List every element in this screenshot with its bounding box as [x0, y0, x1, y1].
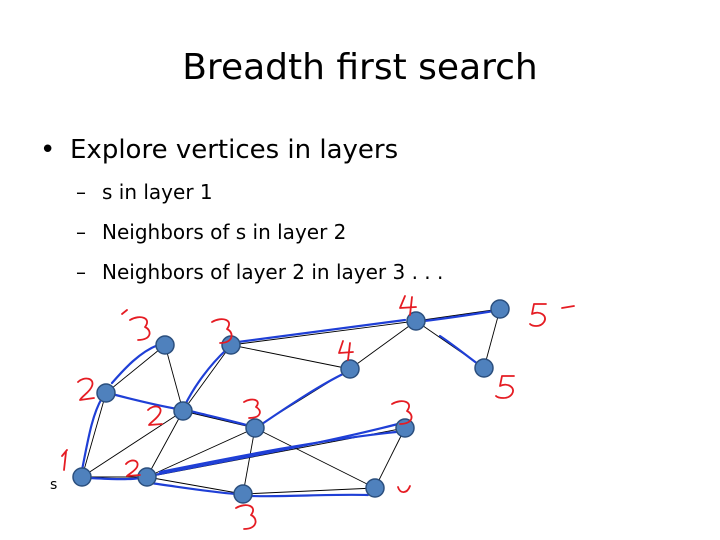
sub-bullet-3: –Neighbors of layer 2 in layer 3 . . .: [76, 258, 443, 286]
layer-4-mark: [397, 485, 411, 494]
graph-node: [365, 478, 385, 498]
layer-3-mark: [121, 309, 151, 341]
layer-annotations: [61, 295, 575, 530]
graph-node: [96, 383, 116, 403]
bullet-main: • Explore vertices in layers: [40, 133, 398, 167]
graph-nodes: [72, 299, 510, 504]
graph-node-s: [72, 467, 92, 487]
ink-stroke: [188, 409, 252, 428]
ink-stroke: [88, 476, 142, 481]
edge: [146, 410, 184, 478]
edge: [254, 427, 376, 489]
graph-node: [395, 418, 415, 438]
layer-5-mark: [529, 303, 575, 327]
edge: [415, 308, 501, 322]
ink-stroke: [250, 493, 370, 498]
layer-4-mark: [338, 340, 354, 361]
ink-stroke: [80, 396, 104, 472]
graph-node: [233, 484, 253, 504]
layer-4-mark: [399, 295, 417, 316]
bfs-tree-ink: [80, 309, 496, 498]
sub-bullet-2: –Neighbors of s in layer 2: [76, 218, 346, 246]
dash-icon: –: [76, 220, 86, 244]
edge: [230, 320, 417, 346]
layer-3-mark: [391, 400, 413, 425]
edge: [146, 476, 244, 495]
ink-stroke: [158, 430, 398, 474]
edge: [349, 320, 417, 370]
graph-node: [490, 299, 510, 319]
edge: [483, 308, 501, 369]
bullet-dot-icon: •: [40, 135, 56, 165]
edge: [164, 344, 184, 412]
graph-node: [137, 467, 157, 487]
ink-stroke: [260, 371, 347, 426]
sub-bullet-3-text: Neighbors of layer 2 in layer 3 . . .: [102, 260, 444, 284]
graph-node: [245, 418, 265, 438]
graph-edges: [81, 308, 501, 495]
edge: [242, 487, 376, 495]
ink-stroke: [183, 348, 228, 407]
ink-stroke: [236, 318, 407, 344]
dash-icon: –: [76, 260, 86, 284]
ink-stroke: [106, 391, 180, 411]
dash-icon: –: [76, 180, 86, 204]
edge: [81, 410, 184, 478]
edge: [146, 427, 256, 478]
edge: [230, 344, 351, 370]
layer-3-mark: [235, 504, 257, 530]
ink-stroke: [152, 422, 400, 477]
edge: [182, 344, 232, 412]
layer-2-mark: [125, 459, 141, 477]
graph-node: [474, 358, 494, 378]
graph-node: [340, 359, 360, 379]
edge: [105, 344, 166, 394]
source-node-label: s: [50, 477, 57, 493]
ink-stroke: [110, 343, 160, 385]
graph-node: [173, 401, 193, 421]
graph-node: [155, 335, 175, 355]
sub-bullet-1: –s in layer 1: [76, 178, 213, 206]
layer-5-mark: [495, 375, 515, 399]
ink-stroke: [422, 309, 496, 323]
edge: [374, 427, 406, 489]
layer-3-mark: [243, 398, 261, 419]
sub-bullet-1-text: s in layer 1: [102, 180, 213, 204]
layer-2-mark: [77, 377, 95, 401]
bullet-list: •Explore vertices in layers –s in layer …: [40, 133, 443, 286]
graph-node: [406, 311, 426, 331]
sub-bullet-2-text: Neighbors of s in layer 2: [102, 220, 347, 244]
edge: [242, 427, 256, 495]
ink-stroke: [148, 481, 238, 496]
edge: [81, 392, 107, 478]
layer-3-mark: [211, 318, 233, 344]
ink-stroke: [438, 334, 480, 366]
layer-2-mark: [147, 405, 163, 426]
layer-1-mark: [61, 449, 68, 471]
bullet-main-text: Explore vertices in layers: [70, 135, 399, 165]
slide-title: Breadth first search: [182, 47, 538, 88]
